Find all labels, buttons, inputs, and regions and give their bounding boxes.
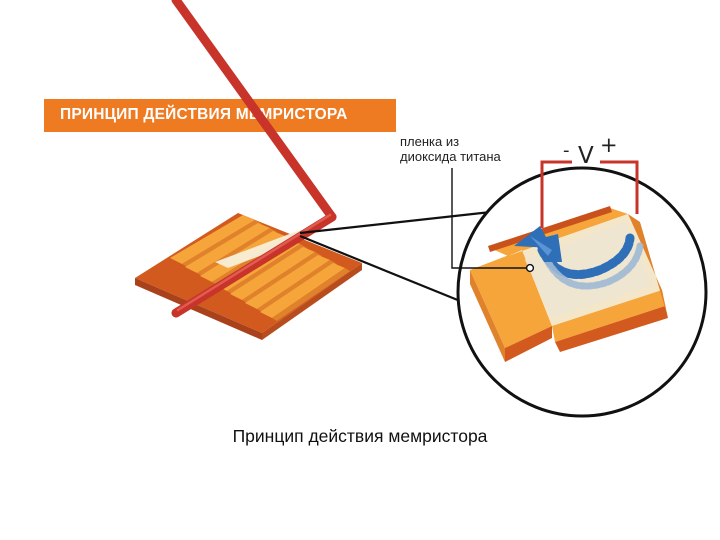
voltage-plus-sign: +: [600, 133, 618, 157]
title-banner-text: ПРИНЦИП ДЕЙСТВИЯ МЕМРИСТОРА: [60, 106, 348, 123]
zoom-line-top: [299, 209, 501, 235]
film-label-line1: пленка из: [400, 134, 460, 149]
film-label-line2: диоксида титана: [400, 149, 501, 164]
film-pointer-dot: [525, 263, 535, 273]
film-pointer-line: [451, 168, 527, 269]
voltage-symbol: V: [578, 143, 594, 169]
slide-caption: Принцип действия мемристора: [232, 426, 488, 446]
title-banner: [44, 99, 396, 132]
film-label: пленка из диоксида титана: [400, 134, 540, 164]
zoom-line-bottom: [299, 234, 471, 307]
voltage-source-icon: [540, 160, 639, 228]
memristor-crossbar-icon: [135, 0, 362, 340]
memristor-cell-icon: [470, 206, 668, 362]
voltage-minus-sign: -: [563, 140, 570, 161]
